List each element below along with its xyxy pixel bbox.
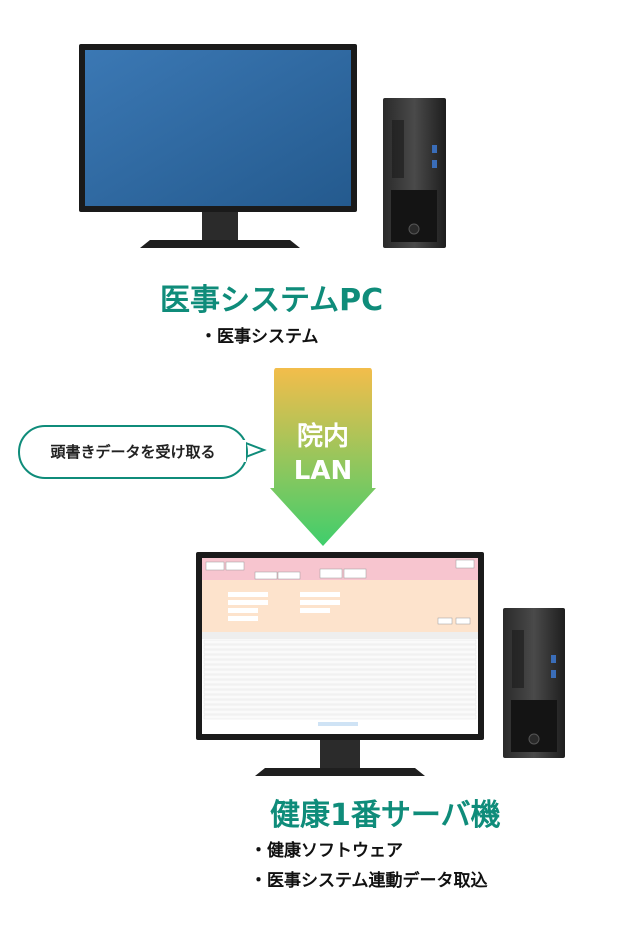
top-monitor [79,44,357,248]
top-bullet-item: 医事システム [200,322,319,352]
bottom-node-bullets: 健康ソフトウェア 医事システム連動データ取込 [250,836,488,896]
speech-bubble: 頭書きデータを受け取る [18,425,248,479]
lan-arrow-line1: 院内 [270,420,376,454]
top-node-title: 医事システムPC [160,275,383,319]
bottom-tower [503,608,565,758]
speech-bubble-tail-cover [240,440,246,462]
speech-bubble-text: 頭書きデータを受け取る [50,443,215,461]
top-pc-illustration [0,0,644,270]
lan-arrow-line2: LAN [270,454,376,488]
bottom-node-title: 健康1番サーバ機 [270,790,501,834]
top-node-bullets: 医事システム [200,322,319,352]
lan-arrow-label: 院内 LAN [270,420,376,488]
bottom-bullet-item: 健康ソフトウェア [250,836,488,866]
bottom-bullet-item: 医事システム連動データ取込 [250,866,488,896]
bottom-pc-illustration [0,540,644,790]
top-tower [383,98,446,248]
bottom-monitor [196,552,484,776]
